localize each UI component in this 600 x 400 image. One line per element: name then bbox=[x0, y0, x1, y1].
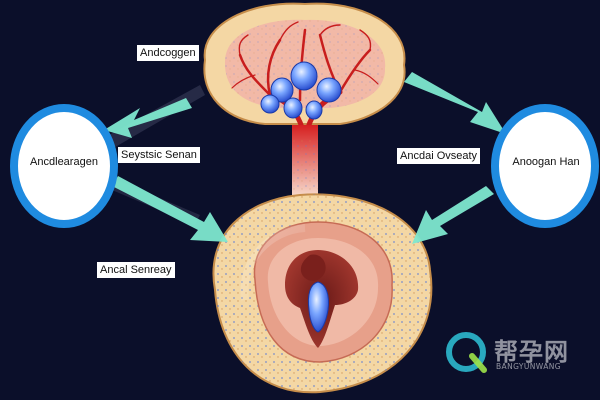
left-circle-label: Ancdlearagen bbox=[30, 156, 98, 168]
watermark: 帮孕网 BANGYUNWANG bbox=[444, 330, 594, 376]
right-circle-graphic bbox=[491, 104, 599, 228]
label-bottom-left: Ancal Senreay bbox=[97, 262, 175, 278]
watermark-main-text: 帮孕网 bbox=[494, 338, 569, 366]
top-organ bbox=[203, 2, 406, 143]
blue-bulbs bbox=[260, 61, 342, 120]
flow-arrows bbox=[104, 72, 506, 244]
bottom-organ bbox=[212, 193, 433, 394]
watermark-sub-text: BANGYUNWANG bbox=[496, 362, 561, 371]
left-circle-graphic bbox=[10, 104, 118, 228]
watermark-logo-icon bbox=[446, 332, 487, 373]
right-circle-label: Anoogan Han bbox=[512, 156, 580, 168]
label-left-mid: Seystsic Senan bbox=[118, 147, 200, 163]
label-top-left: Andcoggen bbox=[137, 45, 199, 61]
label-right-mid: Ancdai Ovseaty bbox=[397, 148, 481, 164]
